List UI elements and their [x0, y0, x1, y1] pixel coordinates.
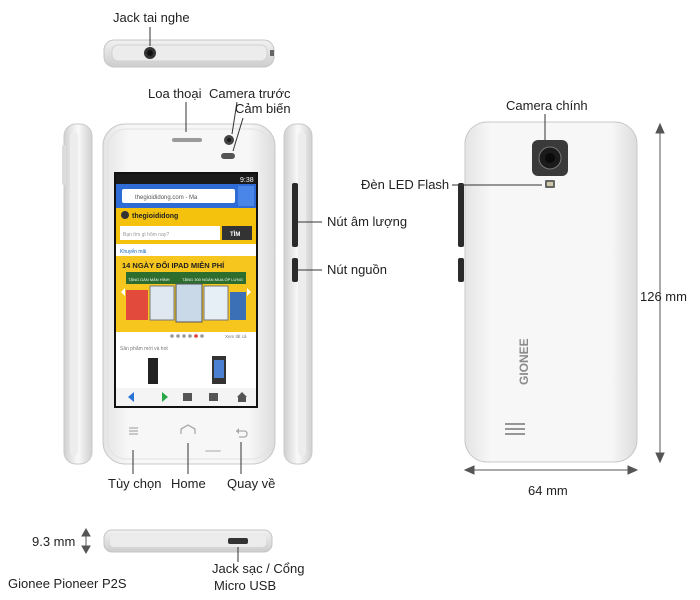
label-model-name: Gionee Pioneer P2S [8, 576, 127, 591]
phone-top-view [103, 27, 275, 68]
back-key [236, 430, 248, 438]
label-front-camera: Camera trước [209, 86, 291, 101]
screen-banner-title: 14 NGÀY ĐỔI IPAD MIỄN PHÍ [122, 261, 225, 270]
phone-bottom-view [103, 529, 273, 553]
screen-url: thegioididong.com - Ma [135, 195, 198, 201]
phone-right-side-view [283, 123, 313, 465]
micro-usb-port [228, 538, 248, 544]
screen-banner-sub2: TẶNG 300 NGÀN MUA ỐP LƯNG [182, 277, 243, 282]
label-home-key: Home [171, 476, 206, 491]
label-led-flash: Đèn LED Flash [361, 177, 450, 192]
screen-site-logo: thegioididong [132, 213, 178, 220]
screen-banner-sub1: TẶNG DÁN MÀN HÌNH [128, 277, 170, 282]
home-key [180, 424, 196, 434]
label-charger-port-line2: Micro USB [214, 578, 277, 593]
label-options-key: Tùy chọn [108, 476, 162, 491]
power-button [292, 258, 298, 282]
volume-button [292, 183, 298, 247]
screen-see-all: Xem tất cả [225, 334, 247, 339]
label-power-button: Nút nguồn [327, 262, 387, 277]
label-charger-port-line1: Jack sạc / Cổng [212, 561, 305, 576]
label-height: 126 mm [640, 289, 687, 304]
screen-search-button: TÌM [230, 230, 240, 238]
screen-hot-products: Sản phẩm mới và hot [120, 345, 168, 352]
phone-left-side-view [62, 123, 93, 465]
label-headphone-jack: Jack tai nghe [113, 10, 190, 25]
menu-key [129, 427, 138, 435]
rear-speaker [505, 423, 525, 435]
screen-status-time: 9:38 [240, 177, 254, 184]
label-width: 64 mm [528, 483, 568, 498]
earpiece-speaker [172, 138, 202, 142]
label-back-key: Quay về [227, 476, 276, 491]
label-thickness: 9.3 mm [32, 534, 76, 549]
phone-back-view [458, 121, 638, 463]
label-volume-button: Nút âm lượng [327, 214, 408, 229]
proximity-sensor [221, 153, 235, 159]
label-sensor: Cảm biến [235, 101, 291, 116]
label-main-camera: Camera chính [506, 98, 588, 113]
label-speaker: Loa thoại [148, 86, 202, 101]
screen-search-placeholder: Bạn tìm gì hôm nay? [123, 232, 169, 238]
back-brand-logo: GIONEE [517, 338, 531, 385]
phone-front-view [102, 123, 276, 465]
tablet-images [126, 283, 246, 323]
screen-promo-link: Khuyến mãi [120, 249, 146, 255]
dimension-lines [81, 122, 665, 555]
